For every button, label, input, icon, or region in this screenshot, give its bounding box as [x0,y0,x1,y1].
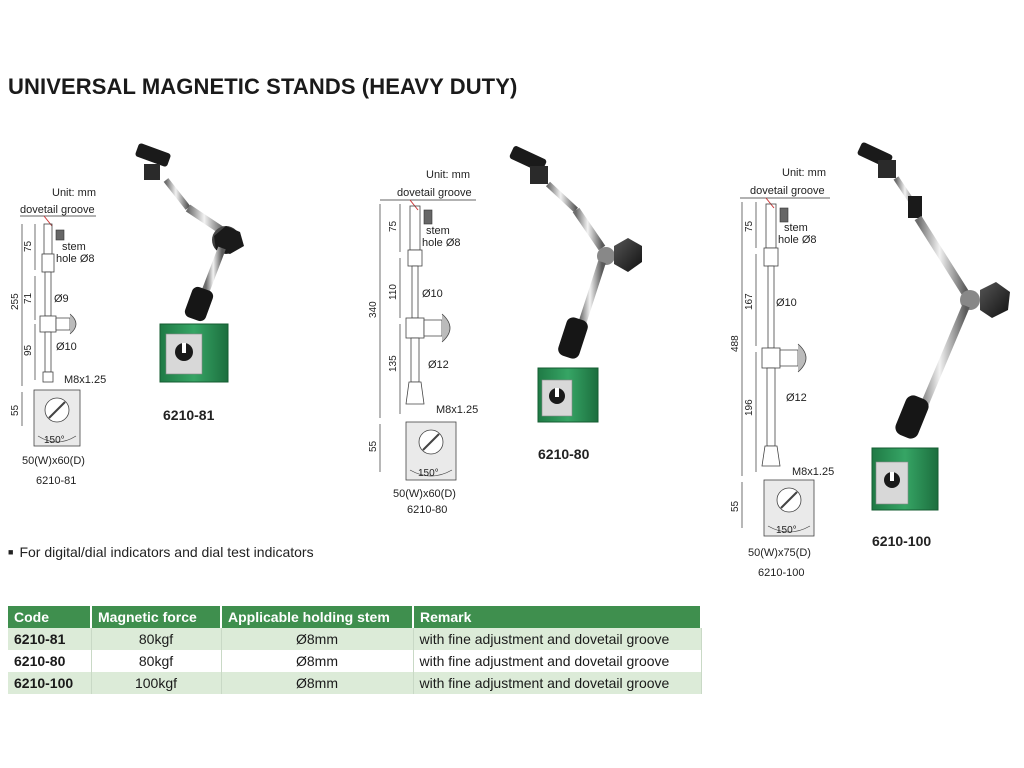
dia-upper-label: Ø10 [422,288,443,300]
feature-text: For digital/dial indicators and dial tes… [19,544,314,560]
dim-55: 55 [730,500,741,512]
photo-caption: 6210-100 [872,533,931,549]
unit-label: Unit: mm [426,169,470,181]
cell-remark: with fine adjustment and dovetail groove [413,650,702,672]
header-remark: Remark [413,606,702,628]
dim-total: 255 [10,293,21,310]
stem-hole-label: hole Ø8 [778,234,817,246]
dim-55: 55 [368,440,379,452]
cell-code: 6210-80 [8,650,92,672]
photo-caption: 6210-80 [538,446,590,462]
cell-remark: with fine adjustment and dovetail groove [413,628,702,650]
photo-caption: 6210-81 [163,407,215,423]
cell-stem: Ø8mm [221,628,414,650]
spec-table: Code Magnetic force Applicable holding s… [8,606,702,694]
cell-force: 80kgf [91,628,222,650]
dim-total: 488 [730,335,741,352]
stem-label: stem [62,241,86,253]
page-title: UNIVERSAL MAGNETIC STANDS (HEAVY DUTY) [8,74,518,99]
dovetail-label: dovetail groove [397,187,472,199]
base-size-label: 50(W)x60(D) [22,455,85,467]
dim-75: 75 [23,240,34,252]
angle-label: 150° [44,435,65,446]
technical-drawing-6210-81: Unit: mm dovetail groove 255 75 71 95 55… [10,187,106,487]
stem-hole-label: hole Ø8 [422,237,461,249]
dovetail-label: dovetail groove [750,185,825,197]
header-code: Code [8,606,92,628]
dim-95: 95 [23,344,34,356]
thread-label: M8x1.25 [436,404,478,416]
model-label: 6210-100 [758,567,805,579]
technical-drawing-6210-100: Unit: mm dovetail groove 488 75 167 196 … [730,167,834,579]
dim-110: 110 [388,284,399,300]
product-photo-6210-81: 6210-81 [135,143,244,423]
model-label: 6210-81 [36,475,76,487]
stem-label: stem [426,225,450,237]
cell-stem: Ø8mm [221,672,414,694]
table-row: 6210-80 80kgf Ø8mm with fine adjustment … [8,650,702,672]
cell-remark: with fine adjustment and dovetail groove [413,672,702,694]
cell-force: 100kgf [91,672,222,694]
stem-label: stem [784,222,808,234]
table-header-row: Code Magnetic force Applicable holding s… [8,606,702,628]
product-photo-6210-80: 6210-80 [509,146,642,462]
product-illustrations: Unit: mm dovetail groove 255 75 71 95 55… [10,142,1010,579]
thread-label: M8x1.25 [64,374,106,386]
dim-75: 75 [388,220,399,232]
dia-lower-label: Ø12 [428,359,449,371]
dia-upper-label: Ø9 [54,293,69,305]
dovetail-label: dovetail groove [20,204,95,216]
thread-label: M8x1.25 [792,466,834,478]
cell-code: 6210-100 [8,672,92,694]
dim-196: 196 [744,399,755,416]
angle-label: 150° [776,525,797,536]
base-size-label: 50(W)x75(D) [748,547,811,559]
stem-hole-label: hole Ø8 [56,253,95,265]
cell-force: 80kgf [91,650,222,672]
cell-stem: Ø8mm [221,650,414,672]
product-photo-6210-100: 6210-100 [857,142,1010,549]
unit-label: Unit: mm [52,187,96,199]
dim-135: 135 [388,355,399,372]
dia-lower-label: Ø12 [786,392,807,404]
dim-167: 167 [744,293,755,310]
angle-label: 150° [418,468,439,479]
dia-lower-label: Ø10 [56,341,77,353]
technical-drawing-6210-80: Unit: mm dovetail groove 340 75 110 135 … [368,169,478,516]
model-label: 6210-80 [407,504,447,516]
bullet-square-icon: ■ [8,547,14,557]
header-holding-stem: Applicable holding stem [221,606,414,628]
dim-55: 55 [10,404,21,416]
dim-total: 340 [368,301,379,318]
dim-75: 75 [744,220,755,232]
header-magnetic-force: Magnetic force [91,606,222,628]
table-row: 6210-100 100kgf Ø8mm with fine adjustmen… [8,672,702,694]
cell-code: 6210-81 [8,628,92,650]
dia-upper-label: Ø10 [776,297,797,309]
unit-label: Unit: mm [782,167,826,179]
feature-bullet: ■ For digital/dial indicators and dial te… [8,544,314,560]
base-size-label: 50(W)x60(D) [393,488,456,500]
table-row: 6210-81 80kgf Ø8mm with fine adjustment … [8,628,702,650]
dim-71: 71 [23,292,34,304]
